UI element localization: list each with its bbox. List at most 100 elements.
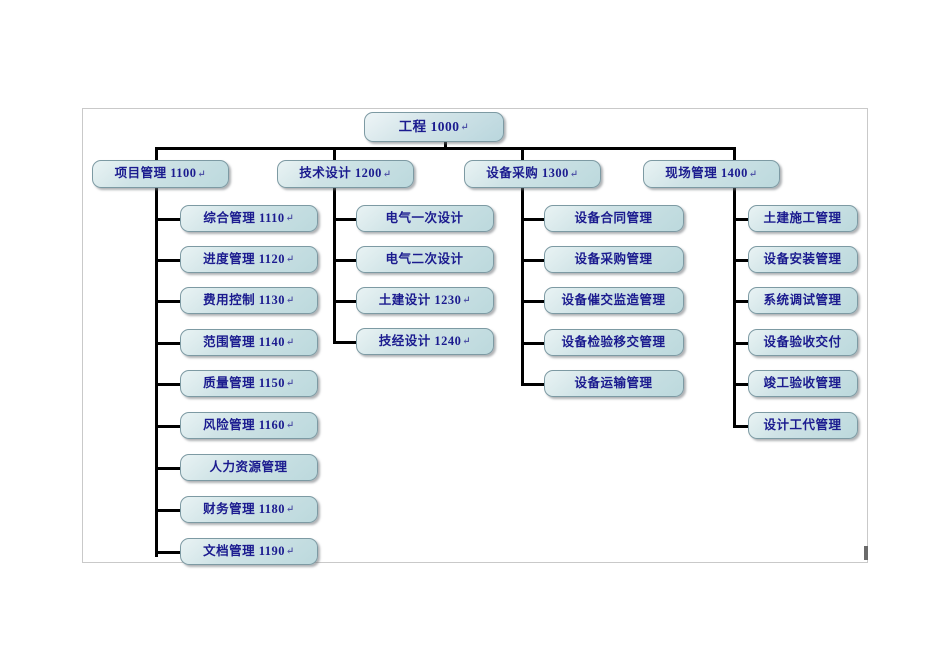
node-c2-4[interactable]: 技经设计 1240↵ — [356, 328, 494, 355]
node-c3-1[interactable]: 设备合同管理 — [544, 205, 684, 232]
node-c1-6[interactable]: 风险管理 1160↵ — [180, 412, 318, 439]
node-c2-2[interactable]: 电气二次设计 — [356, 246, 494, 273]
node-parent-2[interactable]: 技术设计 1200↵ — [277, 160, 414, 188]
node-c3-4-label: 设备检验移交管理 — [561, 334, 666, 349]
node-c1-1-mark: ↵ — [285, 213, 295, 224]
node-c1-4-mark: ↵ — [286, 337, 295, 348]
connector-stub-c3-4 — [521, 342, 546, 345]
node-c4-4[interactable]: 设备验收交付 — [748, 329, 858, 356]
node-c4-2[interactable]: 设备安装管理 — [748, 246, 858, 273]
node-parent-1-mark: ↵ — [197, 168, 207, 180]
node-c1-3-label: 费用控制 1130 — [203, 292, 286, 307]
node-c3-5[interactable]: 设备运输管理 — [544, 370, 684, 397]
connector-stub-c2-3 — [333, 300, 358, 303]
node-c3-4[interactable]: 设备检验移交管理 — [544, 329, 684, 356]
node-c1-5-label: 质量管理 1150 — [203, 375, 286, 390]
connector-trunk-col1 — [155, 147, 158, 557]
node-c1-7[interactable]: 人力资源管理 — [180, 454, 318, 481]
connector-stub-c1-8 — [155, 509, 182, 512]
connector-stub-c1-2 — [155, 259, 182, 262]
node-parent-4[interactable]: 现场管理 1400↵ — [643, 160, 780, 188]
node-c4-5-label: 竣工验收管理 — [763, 375, 842, 390]
node-c2-2-label: 电气二次设计 — [385, 251, 464, 266]
node-c4-6[interactable]: 设计工代管理 — [748, 412, 858, 439]
node-c1-6-mark: ↵ — [286, 420, 295, 431]
node-c1-4-label: 范围管理 1140 — [203, 334, 286, 349]
node-root[interactable]: 工程 1000↵ — [364, 112, 504, 142]
node-c3-1-label: 设备合同管理 — [574, 210, 653, 225]
node-parent-1-label: 项目管理 1100 — [114, 166, 197, 181]
connector-stub-c3-3 — [521, 300, 546, 303]
node-c3-3[interactable]: 设备催交监造管理 — [544, 287, 684, 314]
node-c3-3-label: 设备催交监造管理 — [561, 292, 666, 307]
connector-stub-c1-9 — [155, 551, 182, 554]
node-parent-3[interactable]: 设备采购 1300↵ — [464, 160, 601, 188]
node-parent-1[interactable]: 项目管理 1100↵ — [92, 160, 229, 188]
connector-stub-c4-1 — [733, 218, 750, 221]
node-parent-3-mark: ↵ — [569, 168, 579, 180]
connector-stub-c1-6 — [155, 425, 182, 428]
node-c4-3[interactable]: 系统调试管理 — [748, 287, 858, 314]
node-c2-4-label: 技经设计 1240 — [378, 333, 462, 348]
connector-stub-c1-7 — [155, 467, 182, 470]
node-c1-8[interactable]: 财务管理 1180↵ — [180, 496, 318, 523]
node-c1-6-label: 风险管理 1160 — [203, 417, 286, 432]
node-c1-3-mark: ↵ — [286, 295, 295, 306]
node-c1-5-mark: ↵ — [286, 378, 295, 389]
node-c4-5[interactable]: 竣工验收管理 — [748, 370, 858, 397]
node-c2-1-label: 电气一次设计 — [385, 210, 464, 225]
connector-stub-c2-4 — [333, 341, 358, 344]
node-root-label: 工程 1000 — [398, 118, 460, 134]
node-c4-1-label: 土建施工管理 — [763, 210, 842, 225]
node-c1-7-label: 人力资源管理 — [209, 459, 288, 474]
node-c3-5-label: 设备运输管理 — [574, 375, 653, 390]
connector-stub-c2-1 — [333, 218, 358, 221]
connector-stub-c3-2 — [521, 259, 546, 262]
node-c3-2[interactable]: 设备采购管理 — [544, 246, 684, 273]
node-c2-3[interactable]: 土建设计 1230↵ — [356, 287, 494, 314]
connector-trunk-col2 — [333, 147, 336, 344]
node-c1-1-label: 综合管理 1110 — [203, 210, 285, 225]
connector-stub-c3-1 — [521, 218, 546, 221]
node-c3-2-label: 设备采购管理 — [574, 251, 653, 266]
node-c4-4-label: 设备验收交付 — [763, 334, 842, 349]
node-c1-8-mark: ↵ — [286, 504, 295, 515]
node-c2-4-mark: ↵ — [462, 336, 472, 347]
node-c4-6-label: 设计工代管理 — [763, 417, 842, 432]
node-parent-2-mark: ↵ — [382, 168, 392, 180]
node-c1-8-label: 财务管理 1180 — [203, 501, 286, 516]
node-parent-2-label: 技术设计 1200 — [299, 166, 382, 181]
connector-stub-c3-5 — [521, 383, 546, 386]
connector-stub-c4-6 — [733, 425, 750, 428]
node-c2-1[interactable]: 电气一次设计 — [356, 205, 494, 232]
connector-trunk-col4 — [733, 147, 736, 427]
connector-stub-c1-4 — [155, 342, 182, 345]
node-c4-1[interactable]: 土建施工管理 — [748, 205, 858, 232]
node-root-mark: ↵ — [460, 121, 470, 133]
node-c1-3[interactable]: 费用控制 1130↵ — [180, 287, 318, 314]
node-c4-3-label: 系统调试管理 — [763, 292, 842, 307]
connector-stub-c1-3 — [155, 300, 182, 303]
node-c1-2[interactable]: 进度管理 1120↵ — [180, 246, 318, 273]
connector-stub-c2-2 — [333, 259, 358, 262]
node-c1-2-mark: ↵ — [286, 254, 295, 265]
node-parent-4-label: 现场管理 1400 — [665, 166, 748, 181]
node-c1-4[interactable]: 范围管理 1140↵ — [180, 329, 318, 356]
connector-stub-c4-5 — [733, 383, 750, 386]
connector-stub-c4-4 — [733, 342, 750, 345]
node-c4-2-label: 设备安装管理 — [763, 251, 842, 266]
node-parent-3-label: 设备采购 1300 — [486, 166, 569, 181]
node-c1-5[interactable]: 质量管理 1150↵ — [180, 370, 318, 397]
connector-main-bus — [155, 147, 736, 150]
node-c1-2-label: 进度管理 1120 — [203, 251, 286, 266]
text-cursor-artifact — [864, 546, 868, 560]
connector-root-drop — [444, 140, 447, 150]
node-parent-4-mark: ↵ — [748, 168, 758, 180]
node-c1-9-mark: ↵ — [286, 546, 295, 557]
connector-trunk-col3 — [521, 147, 524, 385]
node-c2-3-mark: ↵ — [462, 295, 472, 306]
connector-stub-c4-3 — [733, 300, 750, 303]
node-c1-9[interactable]: 文档管理 1190↵ — [180, 538, 318, 565]
node-c1-1[interactable]: 综合管理 1110↵ — [180, 205, 318, 232]
